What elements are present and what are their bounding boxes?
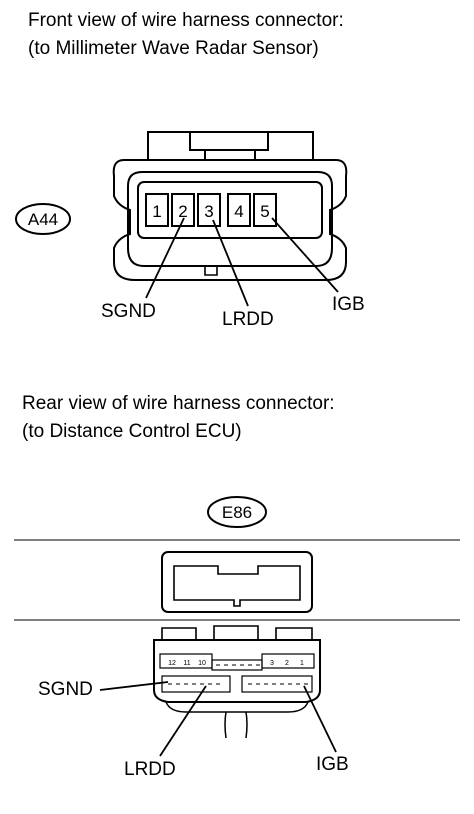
rear-view-title-line1: Rear view of wire harness connector: <box>22 393 335 414</box>
rear-sgnd-label: SGND <box>38 679 93 700</box>
rear-sgnd-leader <box>99 681 169 691</box>
front-sgnd-label: SGND <box>101 301 156 322</box>
front-connector <box>15 131 348 307</box>
front-view-title-line1: Front view of wire harness connector: <box>28 10 344 31</box>
front-lrdd-leader <box>212 219 249 307</box>
rear-igb-leader <box>303 685 337 753</box>
rear-view-title-line2: (to Distance Control ECU) <box>22 421 242 442</box>
rear-pin-number: 2 <box>285 660 289 667</box>
rear-connector <box>14 496 460 757</box>
front-connector-code-ellipse <box>15 203 71 235</box>
front-sgnd-leader <box>145 217 185 299</box>
front-pin-number: 1 <box>152 202 161 221</box>
rear-pin-number: 3 <box>270 660 274 667</box>
front-lrdd-label: LRDD <box>222 309 274 330</box>
front-pin-5 <box>253 193 277 227</box>
rear-lrdd-leader <box>159 685 207 757</box>
front-view-title-line2: (to Millimeter Wave Radar Sensor) <box>28 38 319 59</box>
front-pin-2 <box>171 193 195 227</box>
front-pin-number: 3 <box>204 202 213 221</box>
rear-lrdd-label: LRDD <box>124 759 176 780</box>
front-pin-4 <box>227 193 251 227</box>
front-pin-number: 4 <box>234 202 243 221</box>
front-pin-number: 5 <box>260 202 269 221</box>
front-pin-number: 2 <box>178 202 187 221</box>
rear-pin-number: 12 <box>168 660 176 667</box>
front-pin-numbers: 1 2 3 4 5 <box>152 202 269 221</box>
front-pin-1 <box>145 193 169 227</box>
rear-connector-code: E86 <box>222 503 252 522</box>
rear-pin-number: 1 <box>300 660 304 667</box>
rear-pin-numbers: 12 11 10 3 2 1 <box>168 660 304 667</box>
front-connector-code: A44 <box>28 210 58 229</box>
front-igb-label: IGB <box>332 294 365 315</box>
rear-igb-label: IGB <box>316 754 349 775</box>
rear-pin-number: 10 <box>198 660 206 667</box>
front-igb-leader <box>271 217 339 293</box>
rear-connector-code-ellipse <box>207 496 267 528</box>
rear-pin-number: 11 <box>183 660 190 667</box>
front-pin-3 <box>197 193 221 227</box>
